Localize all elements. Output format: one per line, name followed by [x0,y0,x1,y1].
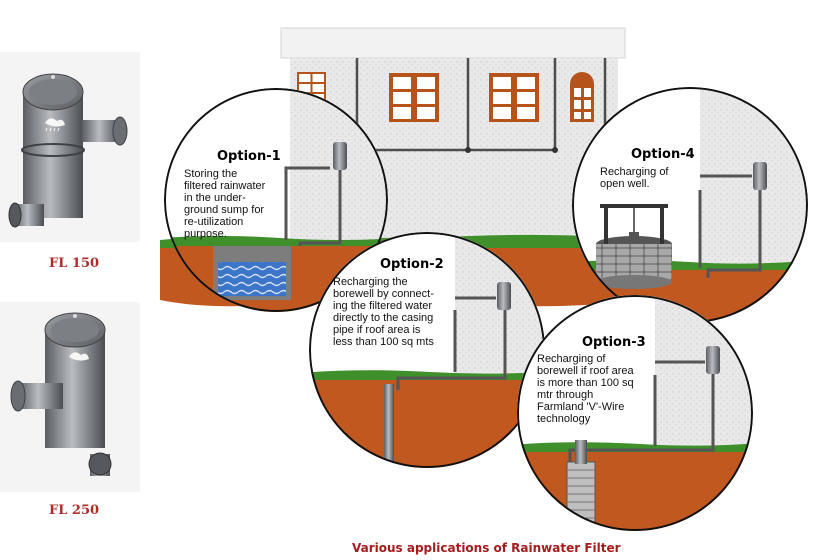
diagram-caption: Various applications of Rainwater Filter [352,541,621,555]
option-2-line: less than 100 sq mts [333,336,434,348]
option-1-line: ground sump for [184,204,264,216]
house-window [389,73,439,122]
option-3-line: Farmland 'V'-Wire [537,401,624,413]
option-4-line: Recharging of [600,166,669,178]
option-4-line: open well. [600,178,650,190]
option-1-line: re-utilization [184,216,243,228]
open-well-icon [596,204,672,289]
fl150-label: FL 150 [49,256,100,271]
fl250-filter-image [0,302,140,492]
house-window [489,73,539,122]
option-3-line: borewell if roof area [537,365,634,377]
option-2-panel: Option-2 Recharging the borewell by conn… [309,232,545,468]
fl250-label: FL 250 [49,503,100,518]
fl150-filter-image [0,52,140,242]
option-2-line: directly to the casing [333,312,433,324]
option-4-title: Option-4 [631,147,695,162]
option-3-line: Recharging of [537,353,606,365]
option-1-line: Storing the [184,168,237,180]
option-1-line: purpose. [184,228,227,240]
option-1-title: Option-1 [217,149,281,164]
option-3-line: technology [537,413,591,425]
option-2-line: borewell by connect- [333,288,434,300]
option-2-title: Option-2 [380,257,444,272]
option-1-line: filtered rainwater [184,180,266,192]
option-1-line: in the under- [184,192,246,204]
option-3-panel: Option-3 Recharging of borewell if roof … [517,295,753,531]
house-window-arched [570,72,594,122]
option-2-line: Recharging the [333,276,408,288]
option-3-line: mtr through [537,389,593,401]
option-2-line: ing the filtered water [333,300,432,312]
option-3-line: is more than 100 sq [537,377,634,389]
option-3-title: Option-3 [582,335,646,350]
option-2-line: pipe if roof area is [333,324,421,336]
